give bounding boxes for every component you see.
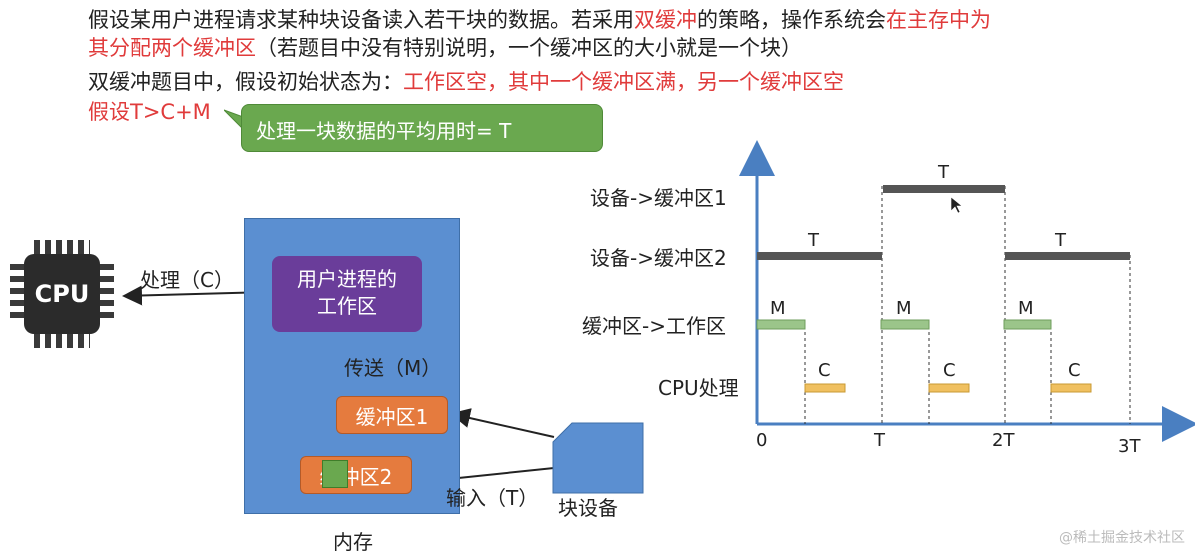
intro-line-2: 其分配两个缓冲区（若题目中没有特别说明，一个缓冲区的大小就是一个块） [88,32,802,62]
assumption-text: 假设T>C+M [88,100,211,124]
intro-highlight: 工作区空，其中一个缓冲区满，另一个缓冲区空 [403,70,844,94]
cpu-pins-right [100,264,114,324]
bar-device-buf2-2 [1005,252,1130,260]
bar-cpu-2 [928,383,970,393]
cpu-chip-icon: CPU [24,254,100,334]
row-label-device-buf2: 设备->缓冲区2 [590,246,727,270]
bar-label-C: C [818,360,831,381]
process-label: 处理（C） [140,268,234,292]
work-area-line-1: 用户进程的 [297,267,397,291]
x-tick-T: T [874,430,885,451]
bar-cpu-1 [804,383,846,393]
input-label: 输入（T） [446,486,539,510]
intro-text: 假设某用户进程请求某种块设备读入若干块的数据。若采用 [88,8,634,32]
data-block-icon [322,460,348,488]
block-device-icon [552,422,644,494]
bar-buf-work-2 [880,319,930,330]
buffer-2-box: 缓冲区2 [300,456,412,494]
x-tick-0: 0 [756,430,768,451]
buffer-1-box: 缓冲区1 [336,396,448,434]
intro-line-1: 假设某用户进程请求某种块设备读入若干块的数据。若采用双缓冲的策略，操作系统会在主… [88,4,991,34]
bar-buf-work-1 [756,319,806,330]
callout-tail [224,109,246,133]
cpu-label: CPU [34,280,90,308]
row-label-buf-work: 缓冲区->工作区 [582,314,726,338]
row-label-cpu: CPU处理 [658,376,739,400]
bar-label-C: C [943,360,956,381]
intro-text: 的策略，操作系统会 [697,8,886,32]
watermark: @稀土掘金技术社区 [1059,530,1185,546]
x-tick-3T: 3T [1118,436,1141,457]
intro-text: （若题目中没有特别说明，一个缓冲区的大小就是一个块） [256,36,802,60]
intro-highlight: 其分配两个缓冲区 [88,36,256,60]
bar-label-T: T [808,230,819,251]
work-area-line-2: 工作区 [317,294,377,318]
bar-label-M: M [1018,298,1034,319]
cpu-pins-bottom [34,334,90,348]
bar-label-T: T [1055,230,1066,251]
bar-device-buf2-1 [757,252,882,260]
intro-line-3: 双缓冲题目中，假设初始状态为：工作区空，其中一个缓冲区满，另一个缓冲区空 [88,66,844,96]
device-label: 块设备 [558,496,618,520]
intro-text: 双缓冲题目中，假设初始状态为： [88,70,403,94]
bar-cpu-3 [1050,383,1092,393]
transfer-label: 传送（M） [344,356,442,380]
cpu-pins-left [10,264,24,324]
callout-box: 处理一块数据的平均用时= T [241,104,603,152]
bar-label-M: M [770,298,786,319]
intro-highlight: 在主存中为 [886,8,991,32]
row-label-device-buf1: 设备->缓冲区1 [590,186,727,210]
intro-highlight: 双缓冲 [634,8,697,32]
x-tick-2T: 2T [992,430,1015,451]
bar-label-T: T [938,162,949,183]
cpu-pins-top [34,240,90,254]
work-area-box: 用户进程的 工作区 [272,256,422,332]
bar-buf-work-3 [1003,319,1052,330]
memory-label: 内存 [333,530,373,554]
bar-device-buf1-1 [883,185,1005,193]
bar-label-M: M [896,298,912,319]
mouse-cursor-icon [950,196,963,214]
bar-label-C: C [1068,360,1081,381]
